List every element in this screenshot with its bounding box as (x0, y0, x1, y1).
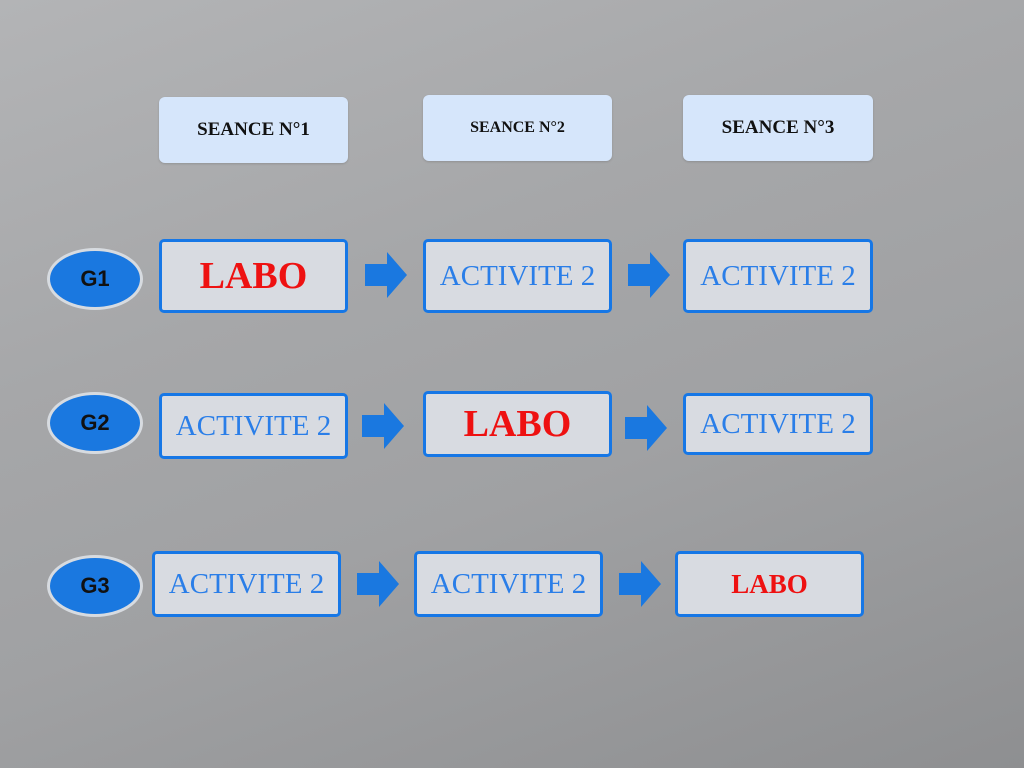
right-arrow-icon (628, 252, 670, 298)
g1-seance-1-cell: LABO (159, 239, 348, 313)
g1-seance-2-cell: ACTIVITE 2 (423, 239, 612, 313)
seance-header-3: SEANCE N°3 (683, 95, 873, 161)
group-badge-g1: G1 (47, 248, 143, 310)
right-arrow-icon (619, 561, 661, 607)
g3-seance-1-cell: ACTIVITE 2 (152, 551, 341, 617)
right-arrow-icon (365, 252, 407, 298)
g3-seance-3-cell: LABO (675, 551, 864, 617)
g2-seance-3-cell: ACTIVITE 2 (683, 393, 873, 455)
seance-header-1: SEANCE N°1 (159, 97, 348, 163)
g1-seance-3-cell: ACTIVITE 2 (683, 239, 873, 313)
right-arrow-icon (357, 561, 399, 607)
right-arrow-icon (625, 405, 667, 451)
seance-header-2: SEANCE N°2 (423, 95, 612, 161)
right-arrow-icon (362, 403, 404, 449)
g2-seance-1-cell: ACTIVITE 2 (159, 393, 348, 459)
g2-seance-2-cell: LABO (423, 391, 612, 457)
g3-seance-2-cell: ACTIVITE 2 (414, 551, 603, 617)
group-badge-g2: G2 (47, 392, 143, 454)
group-badge-g3: G3 (47, 555, 143, 617)
